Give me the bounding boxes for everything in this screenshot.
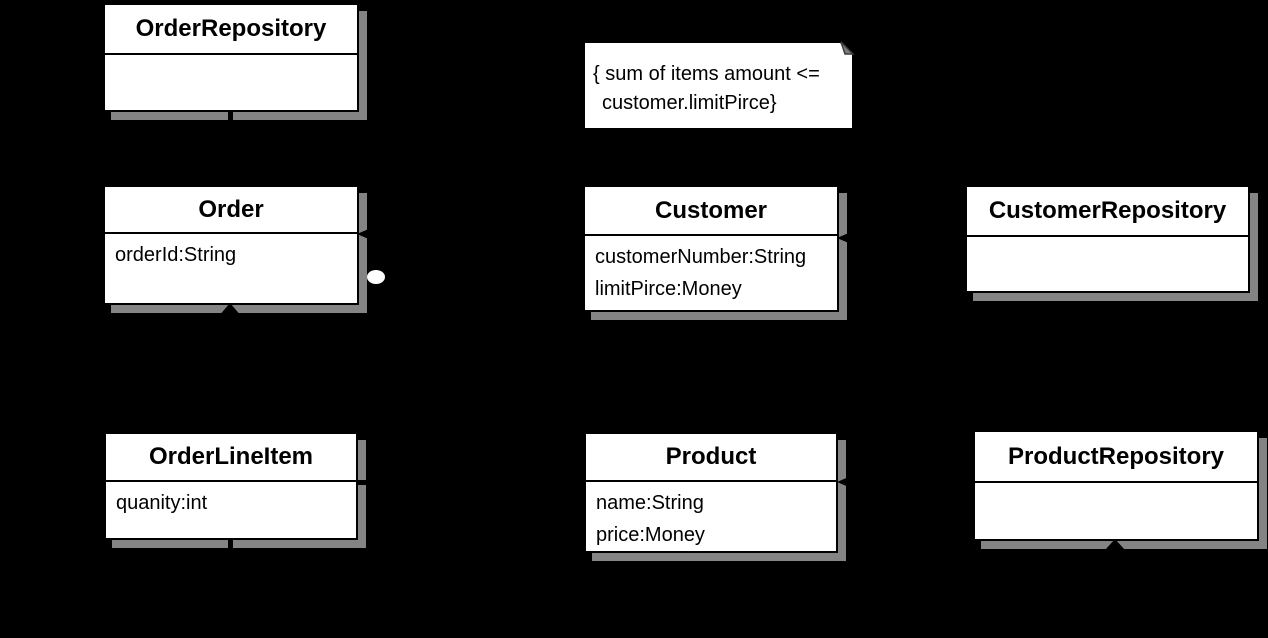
- arrowhead-left-into-customer-icon: [837, 232, 851, 244]
- class-order-line-item-name: OrderLineItem: [106, 434, 356, 482]
- attribute-name: name:String: [596, 492, 704, 514]
- class-customer-repository-attributes: [967, 237, 1248, 291]
- arrowhead-left-into-product-icon: [837, 476, 851, 488]
- class-product-name: Product: [586, 434, 836, 482]
- attribute-quanity: quanity:int: [116, 492, 208, 514]
- class-customer-attributes: customerNumber:String limitPirce:Money: [585, 236, 837, 305]
- attribute-customer-number: customerNumber:String: [595, 246, 807, 268]
- class-customer-repository-name: CustomerRepository: [967, 187, 1248, 237]
- class-order-attributes: orderId:String: [105, 234, 357, 271]
- attribute-price: price:Money: [596, 524, 705, 546]
- connector-gap-order-repository-bottom: [228, 112, 233, 121]
- note-text-line-2: customer.limitPirce}: [602, 92, 777, 114]
- class-order-name: Order: [105, 187, 357, 234]
- connector-gap-order-line-item-bottom: [228, 540, 233, 549]
- class-order[interactable]: Order orderId:String: [103, 185, 359, 305]
- class-product-repository-attributes: [975, 483, 1257, 539]
- class-order-repository-name: OrderRepository: [105, 5, 357, 55]
- class-product[interactable]: Product name:String price:Money: [584, 432, 838, 553]
- arrowhead-left-into-order-icon: [357, 228, 371, 240]
- class-product-repository[interactable]: ProductRepository: [973, 430, 1259, 541]
- arrowhead-up-into-order-icon: [218, 303, 242, 317]
- class-order-line-item[interactable]: OrderLineItem quanity:int: [104, 432, 358, 540]
- class-order-line-item-attributes: quanity:int: [106, 482, 356, 519]
- uml-note-constraint[interactable]: { sum of items amount <= customer.limitP…: [585, 43, 852, 128]
- class-order-repository[interactable]: OrderRepository: [103, 3, 359, 112]
- class-product-attributes: name:String price:Money: [586, 482, 836, 551]
- class-customer-repository[interactable]: CustomerRepository: [965, 185, 1250, 293]
- connector-gap-order-line-item-right: [358, 480, 367, 485]
- class-customer-name: Customer: [585, 187, 837, 236]
- attribute-limit-pirce: limitPirce:Money: [595, 278, 742, 300]
- white-oval-marker: [367, 270, 385, 284]
- class-customer[interactable]: Customer customerNumber:String limitPirc…: [583, 185, 839, 312]
- note-text-line-1: { sum of items amount <=: [593, 63, 820, 85]
- class-product-repository-name: ProductRepository: [975, 432, 1257, 483]
- attribute-order-id: orderId:String: [115, 244, 237, 266]
- class-order-repository-attributes: [105, 55, 357, 110]
